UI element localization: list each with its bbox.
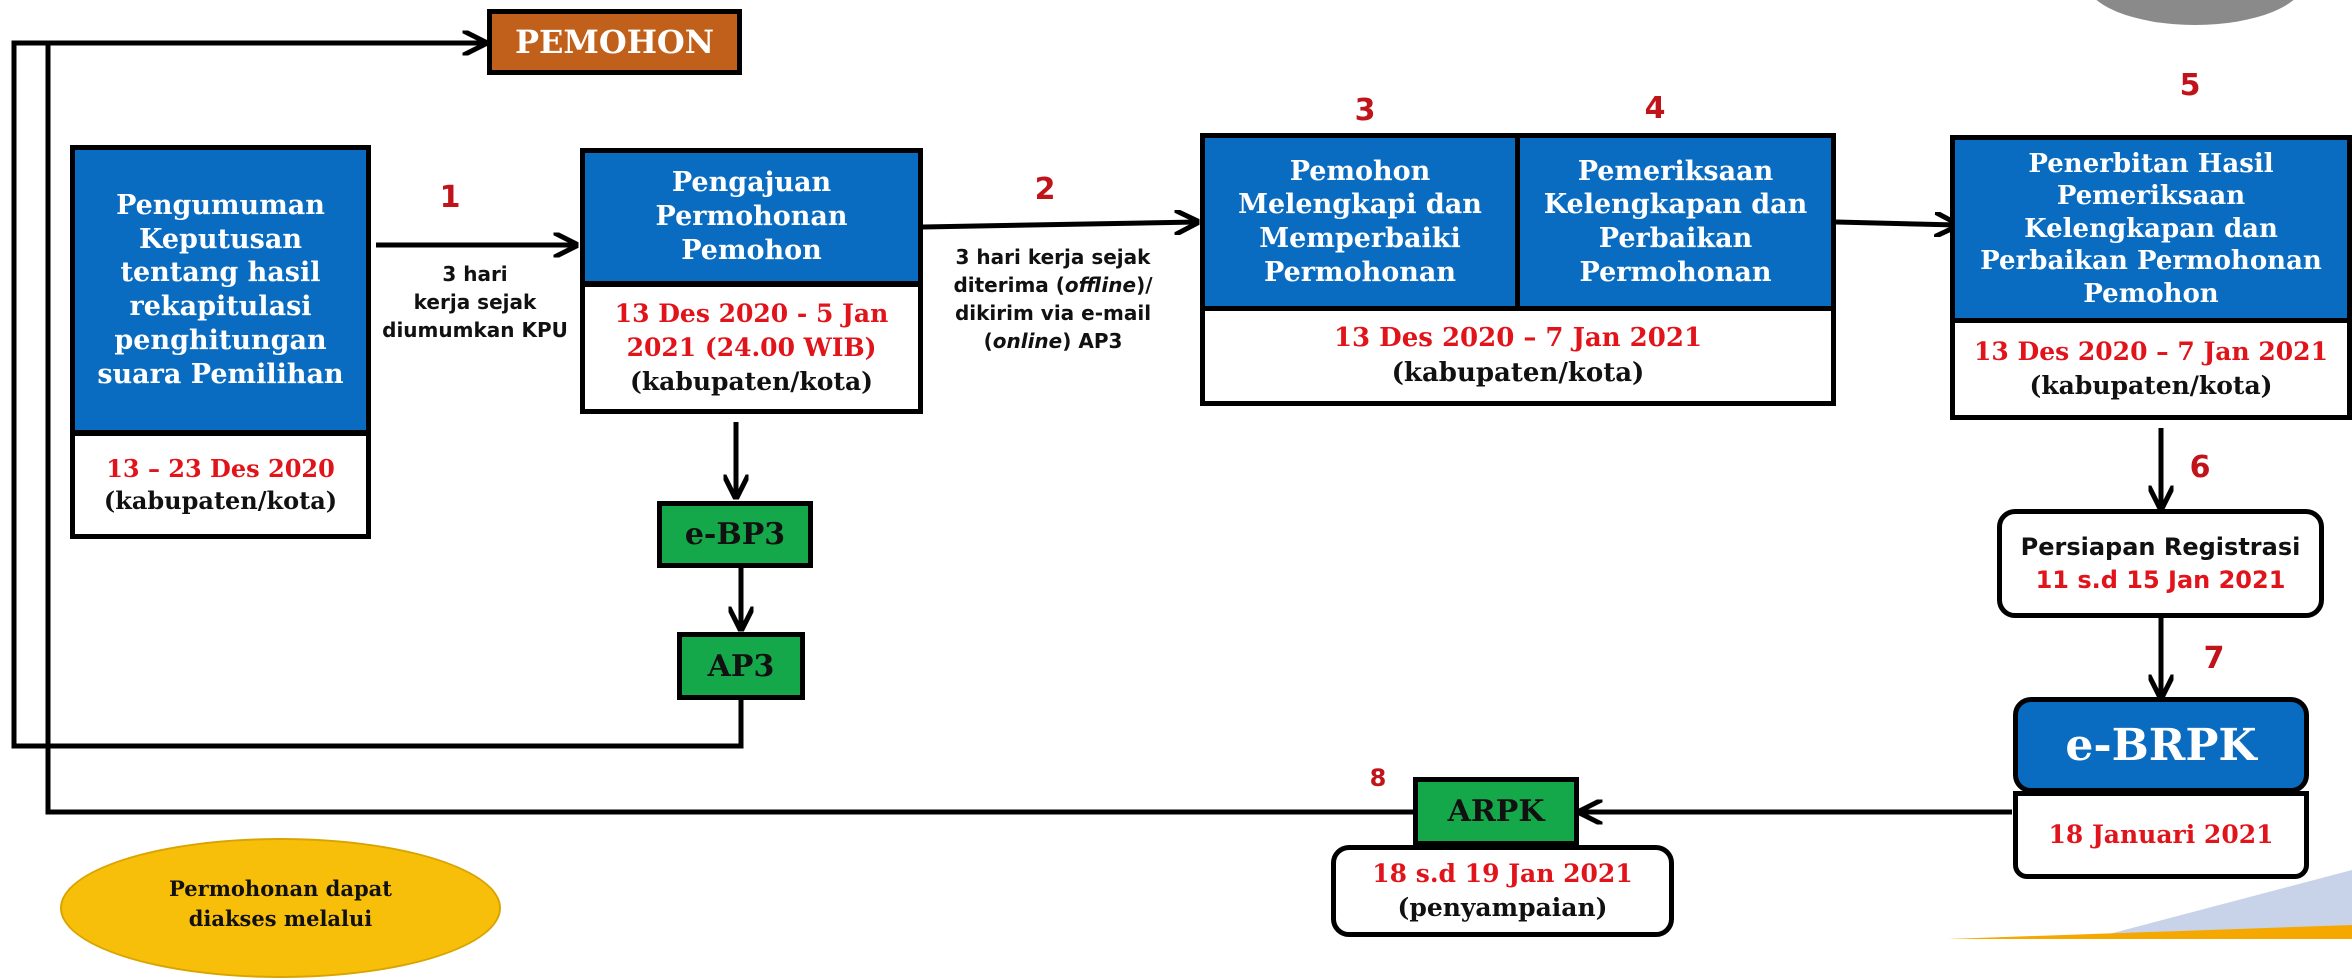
arpk-box: ARPK (1413, 777, 1579, 846)
step34-date: 13 Des 2020 – 7 Jan 2021 (1333, 322, 1703, 353)
pemohon-label: PEMOHON (514, 23, 715, 61)
step-number-4: 4 (1644, 91, 1666, 126)
penerbitan-text: Penerbitan Hasil Pemeriksaan Kelengkapan… (1980, 148, 2322, 309)
step-2-note-line-2-c: )/ (1136, 273, 1153, 297)
arpk-date-box: 18 s.d 19 Jan 2021 (penyampaian) (1331, 845, 1674, 937)
ebrpk-box: e-BRPK (2013, 697, 2309, 793)
connector-lines (11, 0, 2352, 939)
melengkapi-box: Pemohon Melengkapi dan Memperbaiki Permo… (1200, 133, 1520, 311)
step-2-note-line-1: 3 hari kerja sejak (955, 245, 1151, 269)
pengajuan-date: 13 Des 2020 - 5 Jan 2021 (24.00 WIB) (614, 299, 889, 363)
penerbitan-date-box: 13 Des 2020 – 7 Jan 2021 (kabupaten/kota… (1950, 318, 2352, 420)
pemohon-box: PEMOHON (487, 9, 742, 75)
pengumuman-text: Pengumuman Keputusan tentang hasil rekap… (97, 189, 344, 390)
ebrpk-date: 18 Januari 2021 (2048, 820, 2274, 850)
access-note-ellipse: Permohonan dapat diakses melalui (60, 838, 501, 978)
ebp3-label: e-BP3 (684, 517, 786, 552)
step-2-note-line-4-a: ( (983, 329, 993, 353)
arrow-step-4-5 (1835, 222, 1957, 225)
step-1-note-line-3: diumumkan KPU (382, 318, 568, 342)
pengajuan-date-box: 13 Des 2020 - 5 Jan 2021 (24.00 WIB) (ka… (580, 282, 923, 414)
step-1-note-line-1: 3 hari (442, 262, 508, 286)
ebp3-box: e-BP3 (657, 501, 813, 568)
pengumuman-date: 13 – 23 Des 2020 (106, 453, 335, 483)
step-number-5: 5 (2179, 68, 2201, 103)
melengkapi-text: Pemohon Melengkapi dan Memperbaiki Permo… (1238, 155, 1482, 288)
pemeriksaan-box: Pemeriksaan Kelengkapan dan Perbaikan Pe… (1515, 133, 1836, 311)
pengumuman-date-box: 13 – 23 Des 2020 (kabupaten/kota) (70, 431, 371, 539)
penerbitan-date: 13 Des 2020 – 7 Jan 2021 (1974, 337, 2328, 367)
pengajuan-scope: (kabupaten/kota) (629, 366, 874, 396)
step-number-6: 6 (2189, 450, 2211, 485)
step-number-7: 7 (2203, 641, 2225, 676)
arpk-label: ARPK (1447, 794, 1545, 829)
step-2-note-line-2-b: offline (1064, 273, 1137, 297)
step-2-note: 3 hari kerja sejak diterima (offline)/ d… (918, 243, 1188, 355)
step34-scope: (kabupaten/kota) (1391, 358, 1645, 388)
loop-ap3-to-pemohon (11, 43, 744, 749)
pemeriksaan-text: Pemeriksaan Kelengkapan dan Perbaikan Pe… (1543, 155, 1808, 288)
arrow-step-2 (922, 222, 1197, 227)
step-number-3: 3 (1354, 93, 1376, 128)
penerbitan-box: Penerbitan Hasil Pemeriksaan Kelengkapan… (1950, 135, 2352, 323)
step-2-note-line-4: (online) AP3 (918, 327, 1188, 355)
pengumuman-box: Pengumuman Keputusan tentang hasil rekap… (70, 145, 371, 435)
step-1-note: 3 hari kerja sejak diumumkan KPU (375, 260, 575, 344)
step-number-2: 2 (1034, 172, 1056, 207)
step-number-8: 8 (1369, 764, 1387, 792)
persiapan-box: Persiapan Registrasi 11 s.d 15 Jan 2021 (1997, 509, 2324, 618)
pengajuan-text: Pengajuan Permohonan Pemohon (655, 167, 848, 266)
corner-decoration-circle (2096, 0, 2294, 25)
step-1-note-line-2: kerja sejak (413, 290, 537, 314)
pengajuan-box: Pengajuan Permohonan Pemohon (580, 148, 923, 286)
corner-decoration-stripe (1948, 925, 2352, 939)
ap3-box: AP3 (677, 632, 805, 700)
persiapan-text: Persiapan Registrasi (2020, 533, 2301, 562)
step-2-note-line-2-a: diterima ( (953, 273, 1065, 297)
step34-date-box: 13 Des 2020 – 7 Jan 2021 (kabupaten/kota… (1200, 306, 1836, 406)
step-2-note-line-4-c: ) AP3 (1062, 329, 1123, 353)
ebrpk-date-box: 18 Januari 2021 (2013, 791, 2309, 879)
ebrpk-label: e-BRPK (2065, 719, 2257, 771)
arpk-scope: (penyampaian) (1397, 893, 1608, 922)
pengumuman-scope: (kabupaten/kota) (103, 486, 338, 515)
access-note-text: Permohonan dapat diakses melalui (169, 876, 392, 932)
step-2-note-line-2: diterima (offline)/ (918, 271, 1188, 299)
step-2-note-line-3: dikirim via e-mail (954, 301, 1152, 325)
loop-arpk-to-pemohon (45, 43, 1415, 815)
step-number-1: 1 (439, 180, 461, 215)
penerbitan-scope: (kabupaten/kota) (2029, 371, 2273, 400)
step-2-note-line-4-b: online (992, 329, 1063, 353)
corner-decoration-shape (2090, 870, 2352, 939)
persiapan-date: 11 s.d 15 Jan 2021 (2035, 565, 2286, 594)
arpk-date: 18 s.d 19 Jan 2021 (1372, 859, 1633, 889)
ap3-label: AP3 (707, 648, 775, 684)
